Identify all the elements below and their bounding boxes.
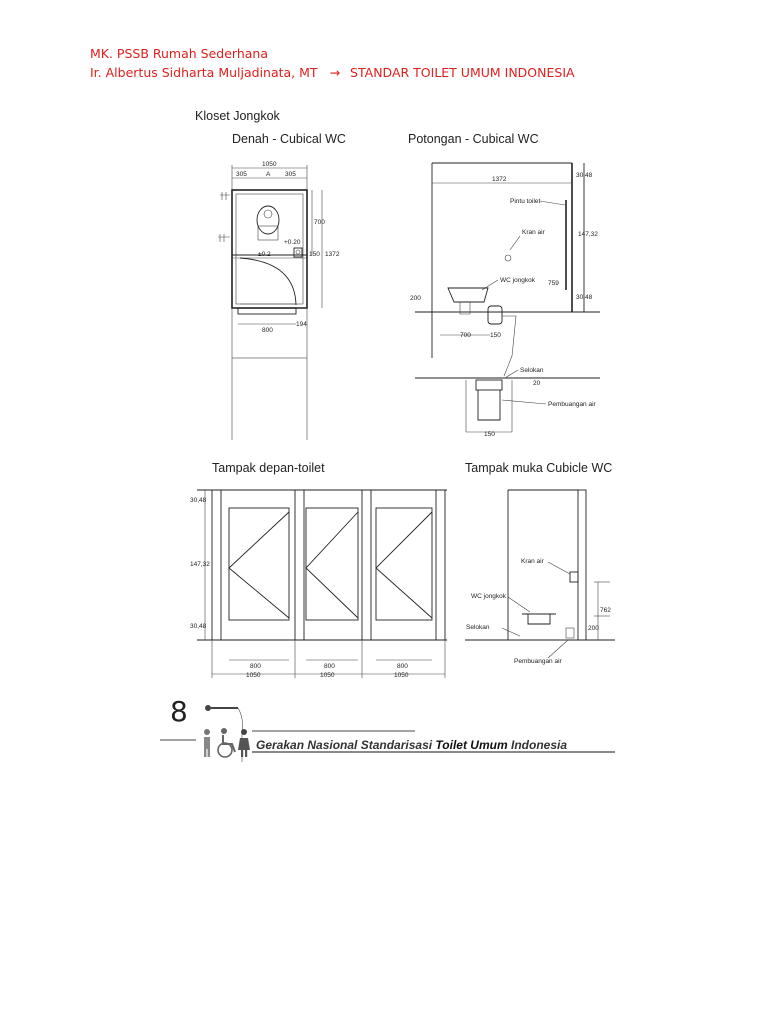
dim-1372: 1372 bbox=[325, 251, 340, 258]
section-title: Potongan - Cubical WC bbox=[408, 132, 539, 146]
sec-dim-3048-top: 30,48 bbox=[576, 172, 593, 179]
wheelchair-icon bbox=[217, 728, 236, 758]
man-pictogram-icon bbox=[204, 729, 210, 757]
squat-toilet-plan bbox=[256, 205, 280, 235]
front-dim-800-1: 800 bbox=[250, 663, 261, 670]
dim-194: 194 bbox=[296, 321, 307, 328]
door-1 bbox=[228, 507, 290, 621]
plan-drawing: 1050 305 A 305 700 +0.20 ±0.2 150 1372 8… bbox=[218, 161, 340, 440]
label-kran-air-cubicle: Kran air bbox=[521, 558, 545, 565]
front-dim-800-2: 800 bbox=[324, 663, 335, 670]
front-dim-1050-3: 1050 bbox=[394, 672, 409, 679]
front-title: Tampak depan-toilet bbox=[212, 461, 325, 475]
sec-dim-700: 700 bbox=[460, 332, 471, 339]
front-dim-1050-2: 1050 bbox=[320, 672, 335, 679]
topic-title: STANDAR TOILET UMUM INDONESIA bbox=[350, 65, 575, 80]
tagline-suffix: Indonesia bbox=[508, 738, 568, 752]
front-dim-1050-1: 1050 bbox=[246, 672, 261, 679]
course-header: MK. PSSB Rumah Sederhana bbox=[90, 46, 268, 61]
main-title: Kloset Jongkok bbox=[195, 109, 281, 123]
page-number: 8 bbox=[170, 695, 188, 728]
sec-dim-20: 20 bbox=[533, 380, 541, 387]
dim-305-left: 305 bbox=[236, 171, 247, 178]
front-dim-800-3: 800 bbox=[397, 663, 408, 670]
label-pembuangan-air-section: Pembuangan air bbox=[548, 401, 597, 408]
label-pembuangan-air-cubicle: Pembuangan air bbox=[514, 658, 563, 665]
section-drawing: 1372 30,48 147,32 759 30,48 200 700 150 … bbox=[410, 162, 600, 438]
squat-toilet-front bbox=[522, 613, 556, 625]
squat-toilet-section bbox=[447, 287, 489, 303]
door-swing-arc bbox=[239, 257, 297, 306]
sec-dim-14732: 147,32 bbox=[578, 231, 598, 238]
woman-pictogram-icon bbox=[238, 729, 250, 757]
sec-dim-150: 150 bbox=[490, 332, 501, 339]
plan-title: Denah - Cubical WC bbox=[232, 132, 346, 146]
front-dim-3048-bot: 30,48 bbox=[190, 623, 207, 630]
bullet-icon bbox=[205, 705, 211, 711]
label-wc-jongkok: WC jongkok bbox=[500, 277, 536, 284]
tagline-prefix: Gerakan Nasional Standarisasi bbox=[256, 738, 435, 752]
door-3 bbox=[375, 507, 433, 621]
author-topic-line: Ir. Albertus Sidharta Muljadinata, MT → ST… bbox=[90, 65, 575, 80]
dim-800: 800 bbox=[262, 327, 273, 334]
door-2 bbox=[305, 507, 359, 621]
author-name: Ir. Albertus Sidharta Muljadinata, MT bbox=[90, 65, 318, 80]
dim-pm02: ±0.2 bbox=[258, 251, 271, 258]
label-wc-jongkok-cubicle: WC jongkok bbox=[471, 593, 507, 600]
front-drawing: 30,48 147,32 30,48 800 800 800 1050 1050… bbox=[190, 489, 447, 679]
arrow-icon: → bbox=[329, 65, 341, 80]
dim-1050: 1050 bbox=[262, 161, 277, 168]
plan-cubicle-outline bbox=[231, 189, 308, 309]
label-selokan-section: Selokan bbox=[520, 367, 544, 374]
cubicle-title: Tampak muka Cubicle WC bbox=[465, 461, 612, 475]
front-dim-14732: 147,32 bbox=[190, 561, 210, 568]
dim-700: 700 bbox=[314, 219, 325, 226]
footer-tagline: Gerakan Nasional Standarisasi Toilet Umu… bbox=[256, 738, 567, 752]
tagline-emphasis: Toilet Umum bbox=[435, 738, 508, 752]
sec-dim-3048-bot: 30,48 bbox=[576, 294, 593, 301]
dim-plus-020: +0.20 bbox=[284, 239, 301, 246]
sec-dim-1372: 1372 bbox=[492, 176, 507, 183]
sec-dim-759: 759 bbox=[548, 280, 559, 287]
label-selokan-cubicle: Selokan bbox=[466, 624, 490, 631]
label-pintu-toilet: Pintu toilet bbox=[510, 198, 541, 205]
footer-banner: 8 Gerakan Nasional Standarisasi Toilet U… bbox=[160, 695, 615, 762]
cubicle-dim-762: 762 bbox=[600, 607, 611, 614]
dim-A: A bbox=[266, 171, 271, 178]
tap-fixture bbox=[569, 571, 579, 583]
sec-dim-150-bottom: 150 bbox=[484, 431, 495, 438]
dim-305-right: 305 bbox=[285, 171, 296, 178]
cubicle-drawing: Kran air WC jongkok Selokan Pembuangan a… bbox=[465, 489, 615, 665]
label-kran-air: Kran air bbox=[522, 229, 546, 236]
front-dim-3048-top: 30,48 bbox=[190, 497, 207, 504]
sec-dim-200: 200 bbox=[410, 295, 421, 302]
dim-150: 150 bbox=[309, 251, 320, 258]
cubicle-dim-200: 200 bbox=[588, 625, 599, 632]
